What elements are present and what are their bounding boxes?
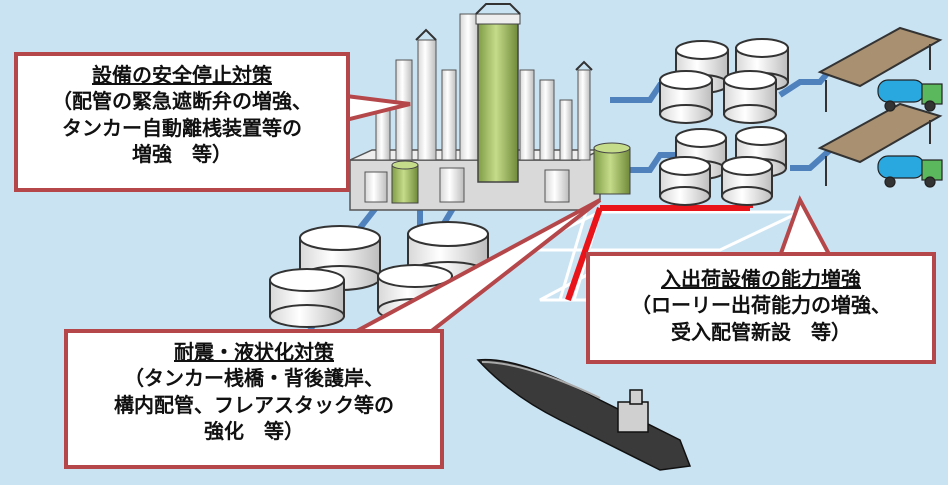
seismic-countermeasure-line3: 強化 等） (204, 419, 304, 444)
safety-shutdown-line2: タンカー自動離桟装置等の (62, 115, 302, 140)
loading-shed-upper (817, 26, 943, 112)
seismic-countermeasure-line1: （タンカー桟橋・背後護岸、 (124, 366, 384, 391)
storage-tanks-upper (659, 38, 789, 124)
capacity-increase-title: 入出荷設備の能力増強 (661, 267, 861, 291)
seismic-countermeasure-callout: 耐震・液状化対策 （タンカー桟橋・背後護岸、 構内配管、フレアスタック等の 強化… (64, 329, 444, 469)
capacity-increase-line1: （ローリー出荷能力の増強、 (631, 293, 891, 318)
safety-shutdown-line1: （配管の緊急遮断弁の増強、 (52, 89, 312, 114)
loading-shed-lower (817, 102, 943, 186)
seismic-countermeasure-title: 耐震・液状化対策 (174, 340, 334, 364)
tanker-truck-lower (877, 155, 943, 188)
safety-shutdown-line3: 増強 等） (132, 142, 232, 167)
tanker-ship (476, 358, 692, 471)
seismic-countermeasure-line2: 構内配管、フレアスタック等の (114, 392, 394, 417)
capacity-increase-line2: 受入配管新設 等） (671, 319, 851, 344)
safety-shutdown-title: 設備の安全停止対策 (92, 63, 272, 87)
safety-shutdown-callout: 設備の安全停止対策 （配管の緊急遮断弁の増強、 タンカー自動離桟装置等の 増強 … (14, 52, 350, 192)
capacity-increase-callout: 入出荷設備の能力増強 （ローリー出荷能力の増強、 受入配管新設 等） (586, 252, 936, 364)
tanker-truck-upper (877, 79, 943, 112)
refinery-plant (349, 3, 631, 211)
storage-tanks-middle (659, 126, 787, 206)
